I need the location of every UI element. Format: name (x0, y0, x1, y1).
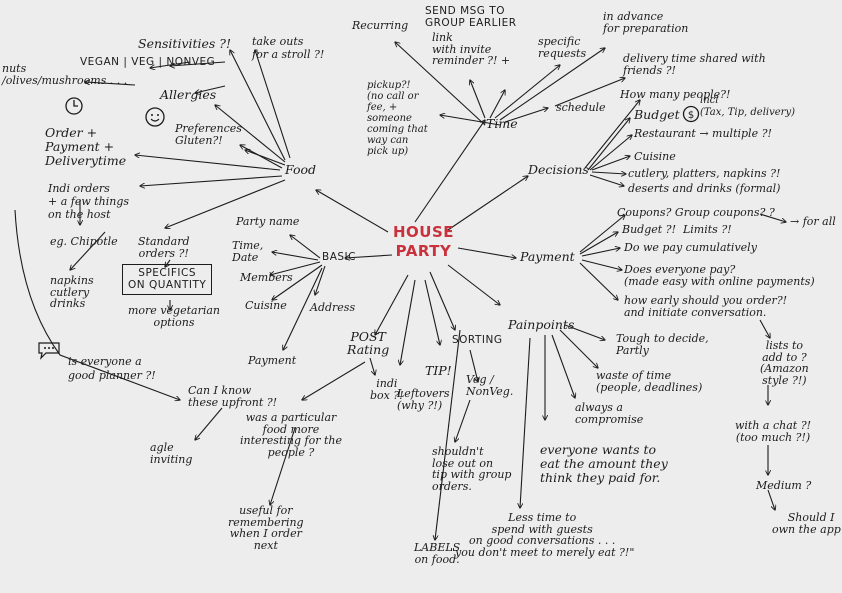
food-allergies: Allergies (160, 87, 217, 102)
food-nuts-olives: nuts /olives/mushrooms . . . (2, 62, 128, 87)
painpoint-everyone-wants: everyone wants to eat the amount they th… (540, 442, 668, 485)
payment-coupons: Coupons? Group coupons? ? (617, 206, 775, 219)
painpoint-should-i: Should I own the app ? (772, 511, 841, 536)
sorting-veg-nonveg: Veg / NonVeg. (466, 373, 514, 398)
post-can-i-know: Can I know these upfront ?! (188, 384, 278, 409)
decisions-budget-incl: incl (Tax, Tip, delivery) (700, 95, 795, 118)
food-preferences: Preferences Gluten?! (175, 122, 242, 147)
tip-shouldnt-lose: shouldn't lose out on tip with group ord… (432, 445, 512, 493)
branch-time: Time (486, 116, 518, 131)
decisions-cuisine: Cuisine (634, 150, 676, 163)
branch-decisions: Decisions (528, 162, 589, 177)
smiley-icon (145, 107, 165, 127)
painpoint-with-chat: with a chat ?! (too much ?!) (735, 419, 812, 444)
sorting-labels-on-food: LABELS on food. (414, 541, 461, 566)
time-in-advance: in advance for preparation (603, 10, 689, 35)
clock-icon (65, 97, 83, 115)
branch-basic: BASIC (322, 251, 356, 263)
food-good-planner: is everyone a good planner ?! (68, 355, 156, 382)
food-diet-options: VEGAN | VEG | NONVEG (80, 56, 216, 68)
decisions-cutlery: cutlery, platters, napkins ?! (628, 167, 781, 180)
tip-leftovers: Leftovers (why ?!) (397, 387, 450, 412)
branch-post-rating: POST Rating (347, 329, 390, 357)
svg-text:$: $ (688, 110, 694, 121)
payment-cumulative: Do we pay cumulatively (624, 241, 757, 254)
food-sensitivities: Sensitivities ?! (138, 36, 232, 51)
post-useful-remembering: useful for remembering when I order next (228, 504, 304, 552)
decisions-restaurant: Restaurant → multiple ?! (634, 127, 772, 140)
decisions-budget: Budget (634, 107, 680, 122)
branch-food: Food (285, 162, 317, 177)
painpoint-medium: Medium ? (756, 479, 812, 492)
basic-party-name: Party name (236, 215, 300, 228)
time-delivery-shared: delivery time shared with friends ?! (623, 52, 766, 77)
basic-payment: Payment (248, 354, 297, 367)
payment-budget-limits: Budget ?! Limits ?! (622, 223, 732, 236)
time-recurring: Recurring (352, 19, 409, 32)
food-indi-orders: Indi orders + a few things on the host (48, 182, 130, 221)
painpoint-compromise: always a compromise (575, 401, 644, 426)
payment-for-all: → for all (790, 215, 836, 228)
painpoint-lists: lists to add to ? (Amazon style ?!) (760, 339, 809, 387)
food-specifics-on-quantity: SPECIFICS ON QUANTITY (122, 264, 213, 295)
painpoint-tough-to-decide: Tough to decide, Partly (616, 332, 709, 357)
food-order-payment-delivery: Order + Payment + Deliverytime (45, 125, 127, 168)
branch-sorting: SORTING (452, 334, 503, 346)
chat-bubble-icon (38, 342, 60, 360)
food-more-vegetarian: more vegetarian options (128, 304, 220, 329)
branch-tip: TIP! (425, 363, 452, 378)
central-topic-house-party: HOUSE PARTY (393, 223, 455, 260)
food-take-outs: take outs for a stroll ?! (252, 35, 325, 61)
painpoint-less-time: Less time to spend with guests on good c… (450, 511, 635, 559)
time-specific-requests: specific requests (538, 35, 587, 60)
post-indi-box: indi box ?! (370, 377, 404, 402)
time-send-msg: SEND MSG TO GROUP EARLIER (425, 5, 517, 29)
branch-painpoints: Painpoints (508, 317, 575, 332)
post-agle-inviting: agle inviting (150, 441, 193, 466)
basic-cuisine: Cuisine (245, 299, 287, 312)
painpoint-waste-of-time: waste of time (people, deadlines) (596, 369, 703, 394)
basic-address: Address (310, 301, 356, 314)
basic-time-date: Time, Date (232, 239, 264, 264)
decisions-how-many: How many people?! (620, 88, 731, 101)
time-pickup: pickup?! (no call or fee, + someone comi… (367, 80, 428, 157)
dollar-icon: $ (682, 105, 700, 123)
food-chipotle: eg. Chipotle (50, 235, 118, 248)
time-schedule: schedule (556, 101, 606, 114)
post-particular-food: was a particular food more interesting f… (240, 411, 342, 459)
time-link-invite: link with invite reminder ?! + (432, 31, 511, 67)
payment-everyone-pay: Does everyone pay? (made easy with onlin… (624, 263, 815, 288)
food-standard-orders: Standard orders ?! (138, 235, 190, 260)
basic-members: Members (240, 271, 293, 284)
payment-how-early: how early should you order?! and initiat… (624, 294, 788, 319)
food-napkins-cutlery-drinks: napkins cutlery drinks (50, 274, 94, 310)
decisions-desserts: deserts and drinks (formal) (628, 182, 781, 195)
branch-payment: Payment (520, 249, 575, 264)
